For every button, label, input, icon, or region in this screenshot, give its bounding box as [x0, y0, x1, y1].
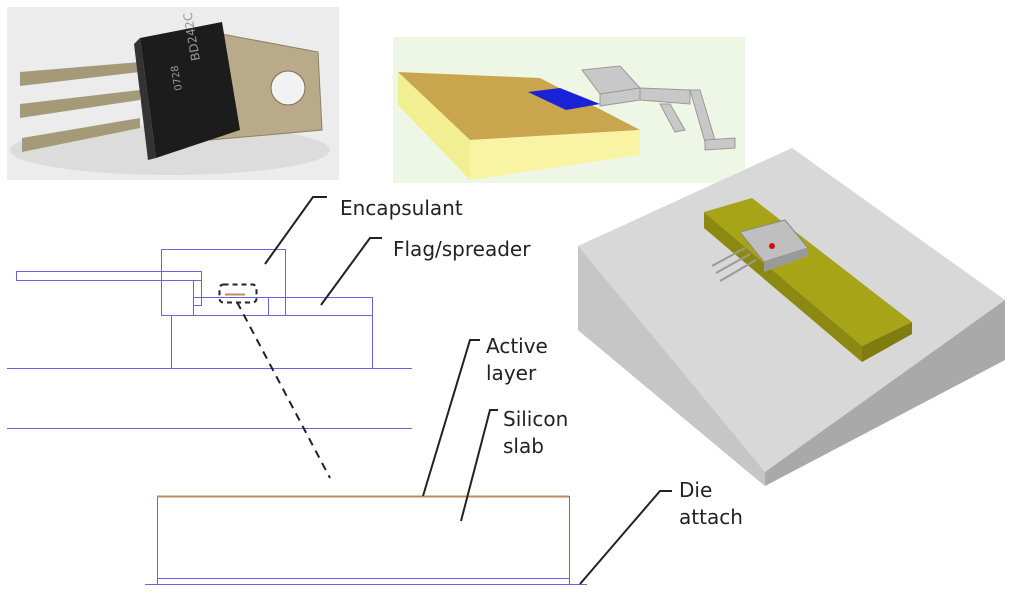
photo-marking-date: 0728: [170, 64, 185, 91]
label-die-attach-2: attach: [679, 505, 743, 529]
label-encapsulant: Encapsulant: [340, 196, 463, 220]
label-flag-spreader: Flag/spreader: [393, 237, 531, 261]
label-die-attach-1: Die: [679, 478, 712, 502]
lead-outline: [16, 271, 202, 281]
label-silicon-slab-2: slab: [503, 434, 544, 458]
encapsulant-outline: [161, 249, 286, 316]
label-silicon-slab-1: Silicon: [503, 407, 568, 431]
label-active-layer-1: Active: [486, 334, 548, 358]
label-active-layer-2: layer: [486, 361, 537, 385]
leader-lines: [264, 196, 672, 585]
silicon-slab-outline: [157, 496, 570, 585]
die-3d-render: [393, 37, 745, 183]
transistor-photo: BD242C 0728: [7, 7, 339, 180]
package-3d-render: [578, 148, 1005, 486]
base-outline: [171, 315, 373, 369]
zoom-leader-line: [236, 301, 331, 479]
lead-bend: [193, 280, 202, 306]
